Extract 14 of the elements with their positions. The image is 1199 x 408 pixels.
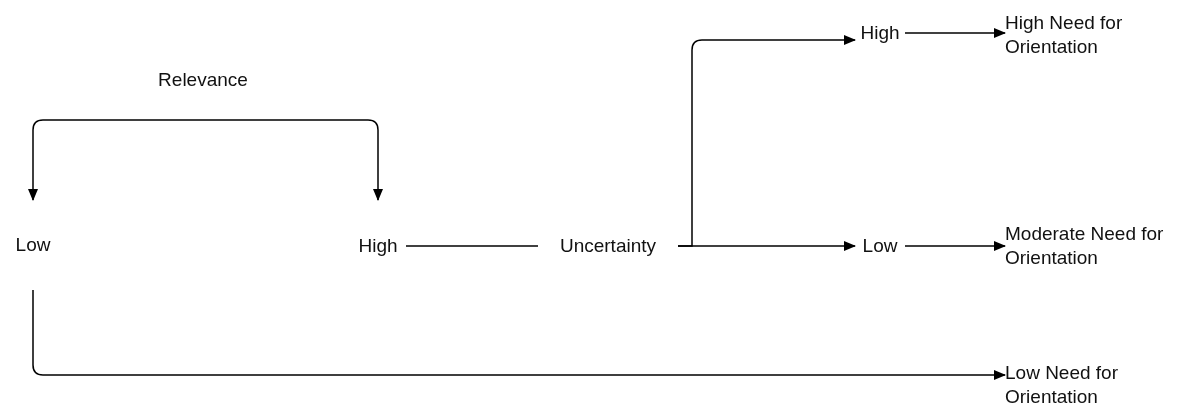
node-label: Uncertainty — [559, 234, 657, 258]
arrow — [28, 119, 383, 201]
arrow — [904, 241, 1006, 251]
arrow — [677, 241, 856, 251]
node-label: Low — [862, 234, 898, 258]
node-label: High Need for Orientation — [1005, 11, 1124, 59]
node-label: High — [860, 21, 900, 45]
node-label: High — [358, 234, 398, 258]
arrow — [904, 28, 1006, 38]
connector-line — [405, 245, 539, 247]
arrow — [32, 289, 1006, 380]
node-label: Low — [15, 233, 51, 257]
node-label: Moderate Need for Orientation — [1005, 222, 1165, 270]
node-label: Low Need for Orientation — [1005, 361, 1119, 408]
